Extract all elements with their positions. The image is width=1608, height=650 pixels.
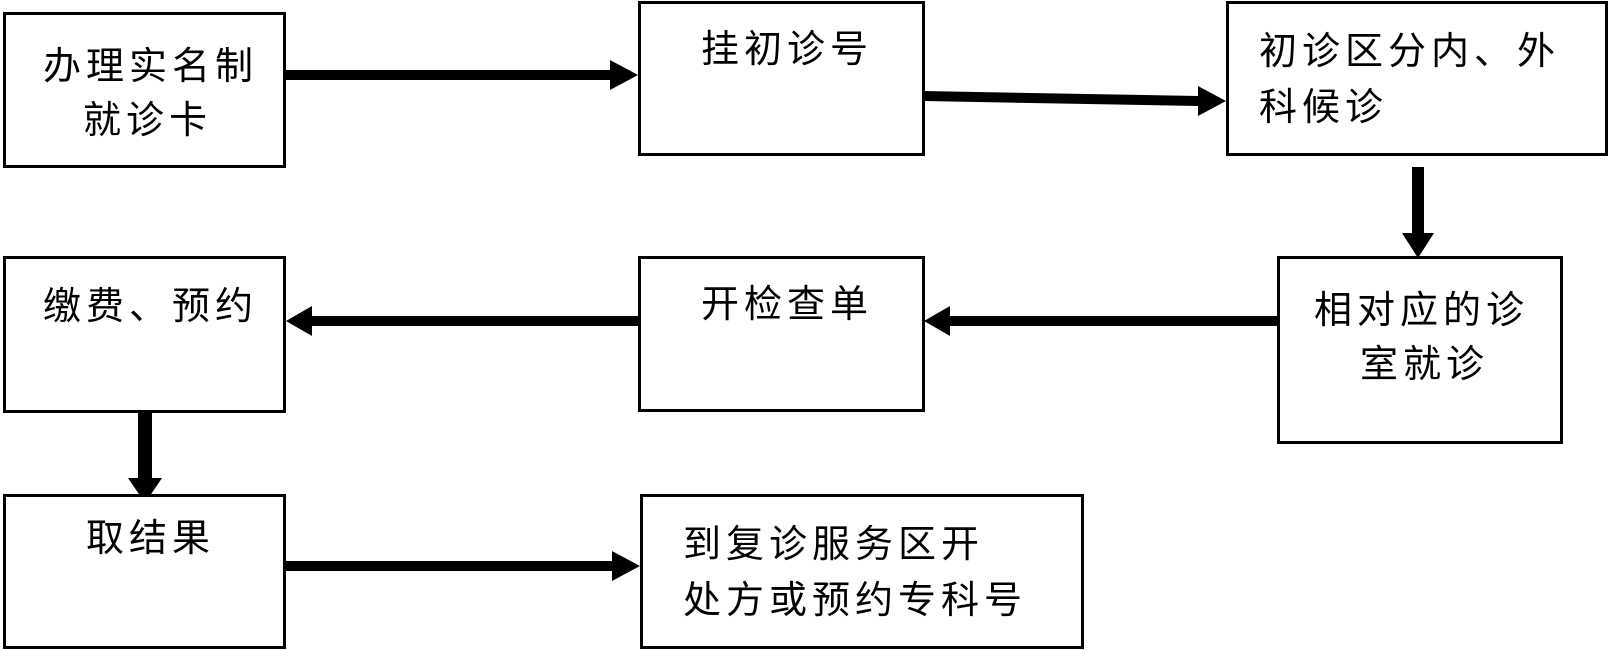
node-payment-appointment: 缴费、预约: [3, 256, 286, 413]
node-first-visit-registration-line-1: 挂初诊号: [701, 27, 874, 71]
arrow-n2-to-n3: [923, 86, 1226, 116]
node-triage-waiting: 初诊区分内、外 科候诊: [1226, 1, 1608, 156]
node-exam-order: 开检查单: [638, 256, 925, 412]
arrow-n6-to-n7: [128, 413, 162, 503]
node-first-visit-registration: 挂初诊号: [638, 1, 925, 156]
node-clinic-consultation-line-2: 室就诊: [1360, 342, 1490, 386]
arrow-n7-to-n8: [284, 551, 640, 581]
node-collect-results: 取结果: [3, 494, 286, 649]
arrow-n1-to-n2: [284, 60, 638, 90]
arrow-n5-to-n6: [286, 306, 640, 336]
node-follow-up-service-line-2: 处方或预约专科号: [683, 578, 1028, 622]
node-exam-order-line-1: 开检查单: [701, 282, 874, 326]
node-register-card: 办理实名制 就诊卡: [3, 12, 286, 168]
arrow-n4-to-n5: [924, 306, 1278, 336]
node-payment-appointment-line-1: 缴费、预约: [43, 284, 259, 328]
node-collect-results-line-1: 取结果: [86, 516, 216, 560]
node-triage-waiting-line-1: 初诊区分内、外: [1259, 29, 1561, 73]
arrow-n3-to-n4: [1402, 167, 1434, 258]
node-clinic-consultation-line-1: 相对应的诊: [1314, 288, 1530, 332]
node-register-card-line-1: 办理实名制: [43, 44, 259, 88]
node-follow-up-service-line-1: 到复诊服务区开: [683, 522, 985, 566]
node-triage-waiting-line-2: 科候诊: [1259, 85, 1389, 129]
node-follow-up-service: 到复诊服务区开 处方或预约专科号: [640, 494, 1084, 649]
node-clinic-consultation: 相对应的诊 室就诊: [1277, 256, 1563, 444]
node-register-card-line-2: 就诊卡: [83, 98, 213, 142]
